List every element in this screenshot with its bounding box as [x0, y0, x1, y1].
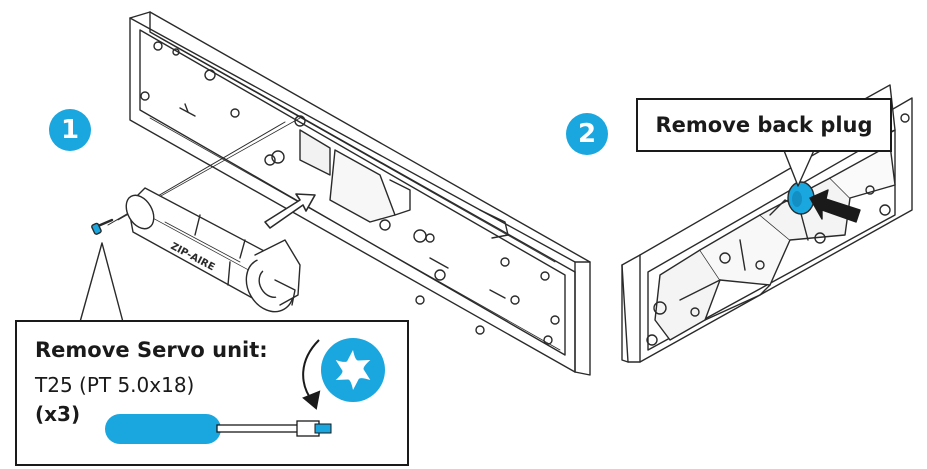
removal-arrow — [264, 193, 316, 229]
back-plug — [787, 181, 815, 215]
torx-screwdriver-icon — [105, 414, 332, 444]
screw — [91, 218, 114, 235]
step-number-2-icon: 2 — [566, 113, 608, 155]
frame-panel-left — [129, 11, 591, 376]
pointer-arrow-icon — [809, 189, 861, 223]
frame-panel-right — [621, 84, 913, 363]
remove-back-plug-label: Remove back plug — [655, 113, 873, 137]
remove-servo-unit-callout: Remove Servo unit: T25 (PT 5.0x18) (x3) — [15, 320, 409, 466]
screw-callout-pointer — [79, 242, 124, 323]
remove-servo-unit-title: Remove Servo unit: — [35, 338, 268, 362]
remove-back-plug-callout: Remove back plug — [636, 98, 892, 152]
screw-quantity-label: (x3) — [35, 402, 81, 426]
torx-bit-icon — [321, 338, 385, 402]
screw-spec-label: T25 (PT 5.0x18) — [35, 373, 195, 397]
servo-unit: ZIP-AIRE — [125, 187, 301, 313]
step-number-1-icon: 1 — [49, 109, 91, 151]
counter-clockwise-arrow-icon — [302, 339, 321, 410]
plug-callout-pointer — [782, 147, 816, 187]
